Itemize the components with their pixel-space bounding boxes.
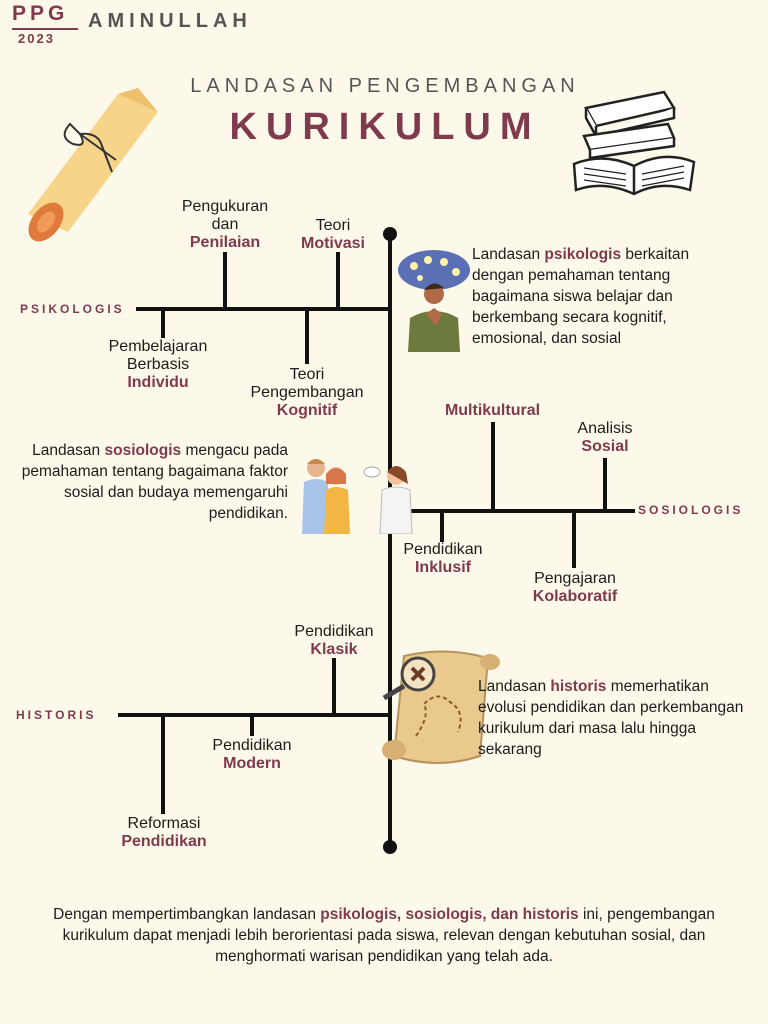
- main-spine: [388, 234, 392, 848]
- label-modern: Pendidikan Modern: [212, 737, 292, 772]
- branch-reformasi: [161, 716, 165, 814]
- branch-kolaboratif: [572, 512, 576, 568]
- category-sosiologis: SOSIOLOGIS: [638, 503, 744, 517]
- label-sosial: Analisis Sosial: [577, 420, 633, 455]
- label-multikultural: Multikultural: [444, 402, 541, 419]
- spine-top-dot: [383, 227, 397, 241]
- label-inklusif: Pendidikan Inklusif: [403, 541, 483, 576]
- label-motivasi: Teori Motivasi: [300, 217, 365, 252]
- sosiologis-line: [390, 509, 635, 513]
- desc-psikologis: Landasan psikologis berkaitan dengan pem…: [472, 246, 690, 347]
- psikologis-line: [136, 307, 390, 311]
- branch-kognitif: [305, 310, 309, 364]
- desc-historis: Landasan historis memerhatikan evolusi p…: [478, 678, 744, 758]
- branch-motivasi: [336, 252, 340, 308]
- label-penilaian: Pengukuran dan Penilaian: [181, 198, 269, 251]
- label-reformasi: Reformasi Pendidikan: [121, 815, 207, 850]
- branch-inklusif: [440, 512, 444, 542]
- spine-bottom-dot: [383, 840, 397, 854]
- subtitle: LANDASAN PENGEMBANGAN: [190, 75, 580, 97]
- thinking-person-illustration: [398, 250, 470, 352]
- category-historis: HISTORIS: [16, 708, 97, 722]
- ppg-underline: [12, 28, 78, 30]
- branch-sosial: [603, 458, 607, 510]
- scroll-illustration: [28, 88, 158, 242]
- historis-line: [118, 713, 390, 717]
- author-name: AMINULLAH: [88, 10, 252, 32]
- ppg-label: PPG: [12, 2, 69, 25]
- label-kolaboratif: Pengajaran Kolaboratif: [532, 570, 618, 605]
- conclusion-text: Dengan mempertimbangkan landasan psikolo…: [53, 906, 715, 965]
- branch-modern: [250, 716, 254, 736]
- people-group-illustration: [302, 459, 413, 534]
- books-illustration: [572, 90, 696, 196]
- label-individu: Pembelajaran Berbasis Individu: [108, 338, 208, 391]
- branch-multikultural: [491, 422, 495, 510]
- branch-pengukuran: [223, 252, 227, 308]
- label-klasik: Pendidikan Klasik: [294, 623, 374, 658]
- branch-klasik: [332, 658, 336, 714]
- treasure-map-illustration: [382, 650, 500, 764]
- year-label: 2023: [18, 31, 55, 46]
- desc-sosiologis: Landasan sosiologis mengacu pada pemaham…: [21, 442, 288, 522]
- page-title: KURIKULUM: [229, 106, 541, 148]
- category-psikologis: PSIKOLOGIS: [20, 302, 125, 316]
- branch-individu: [161, 310, 165, 338]
- label-kognitif: Teori Pengembangan Kognitif: [250, 366, 364, 419]
